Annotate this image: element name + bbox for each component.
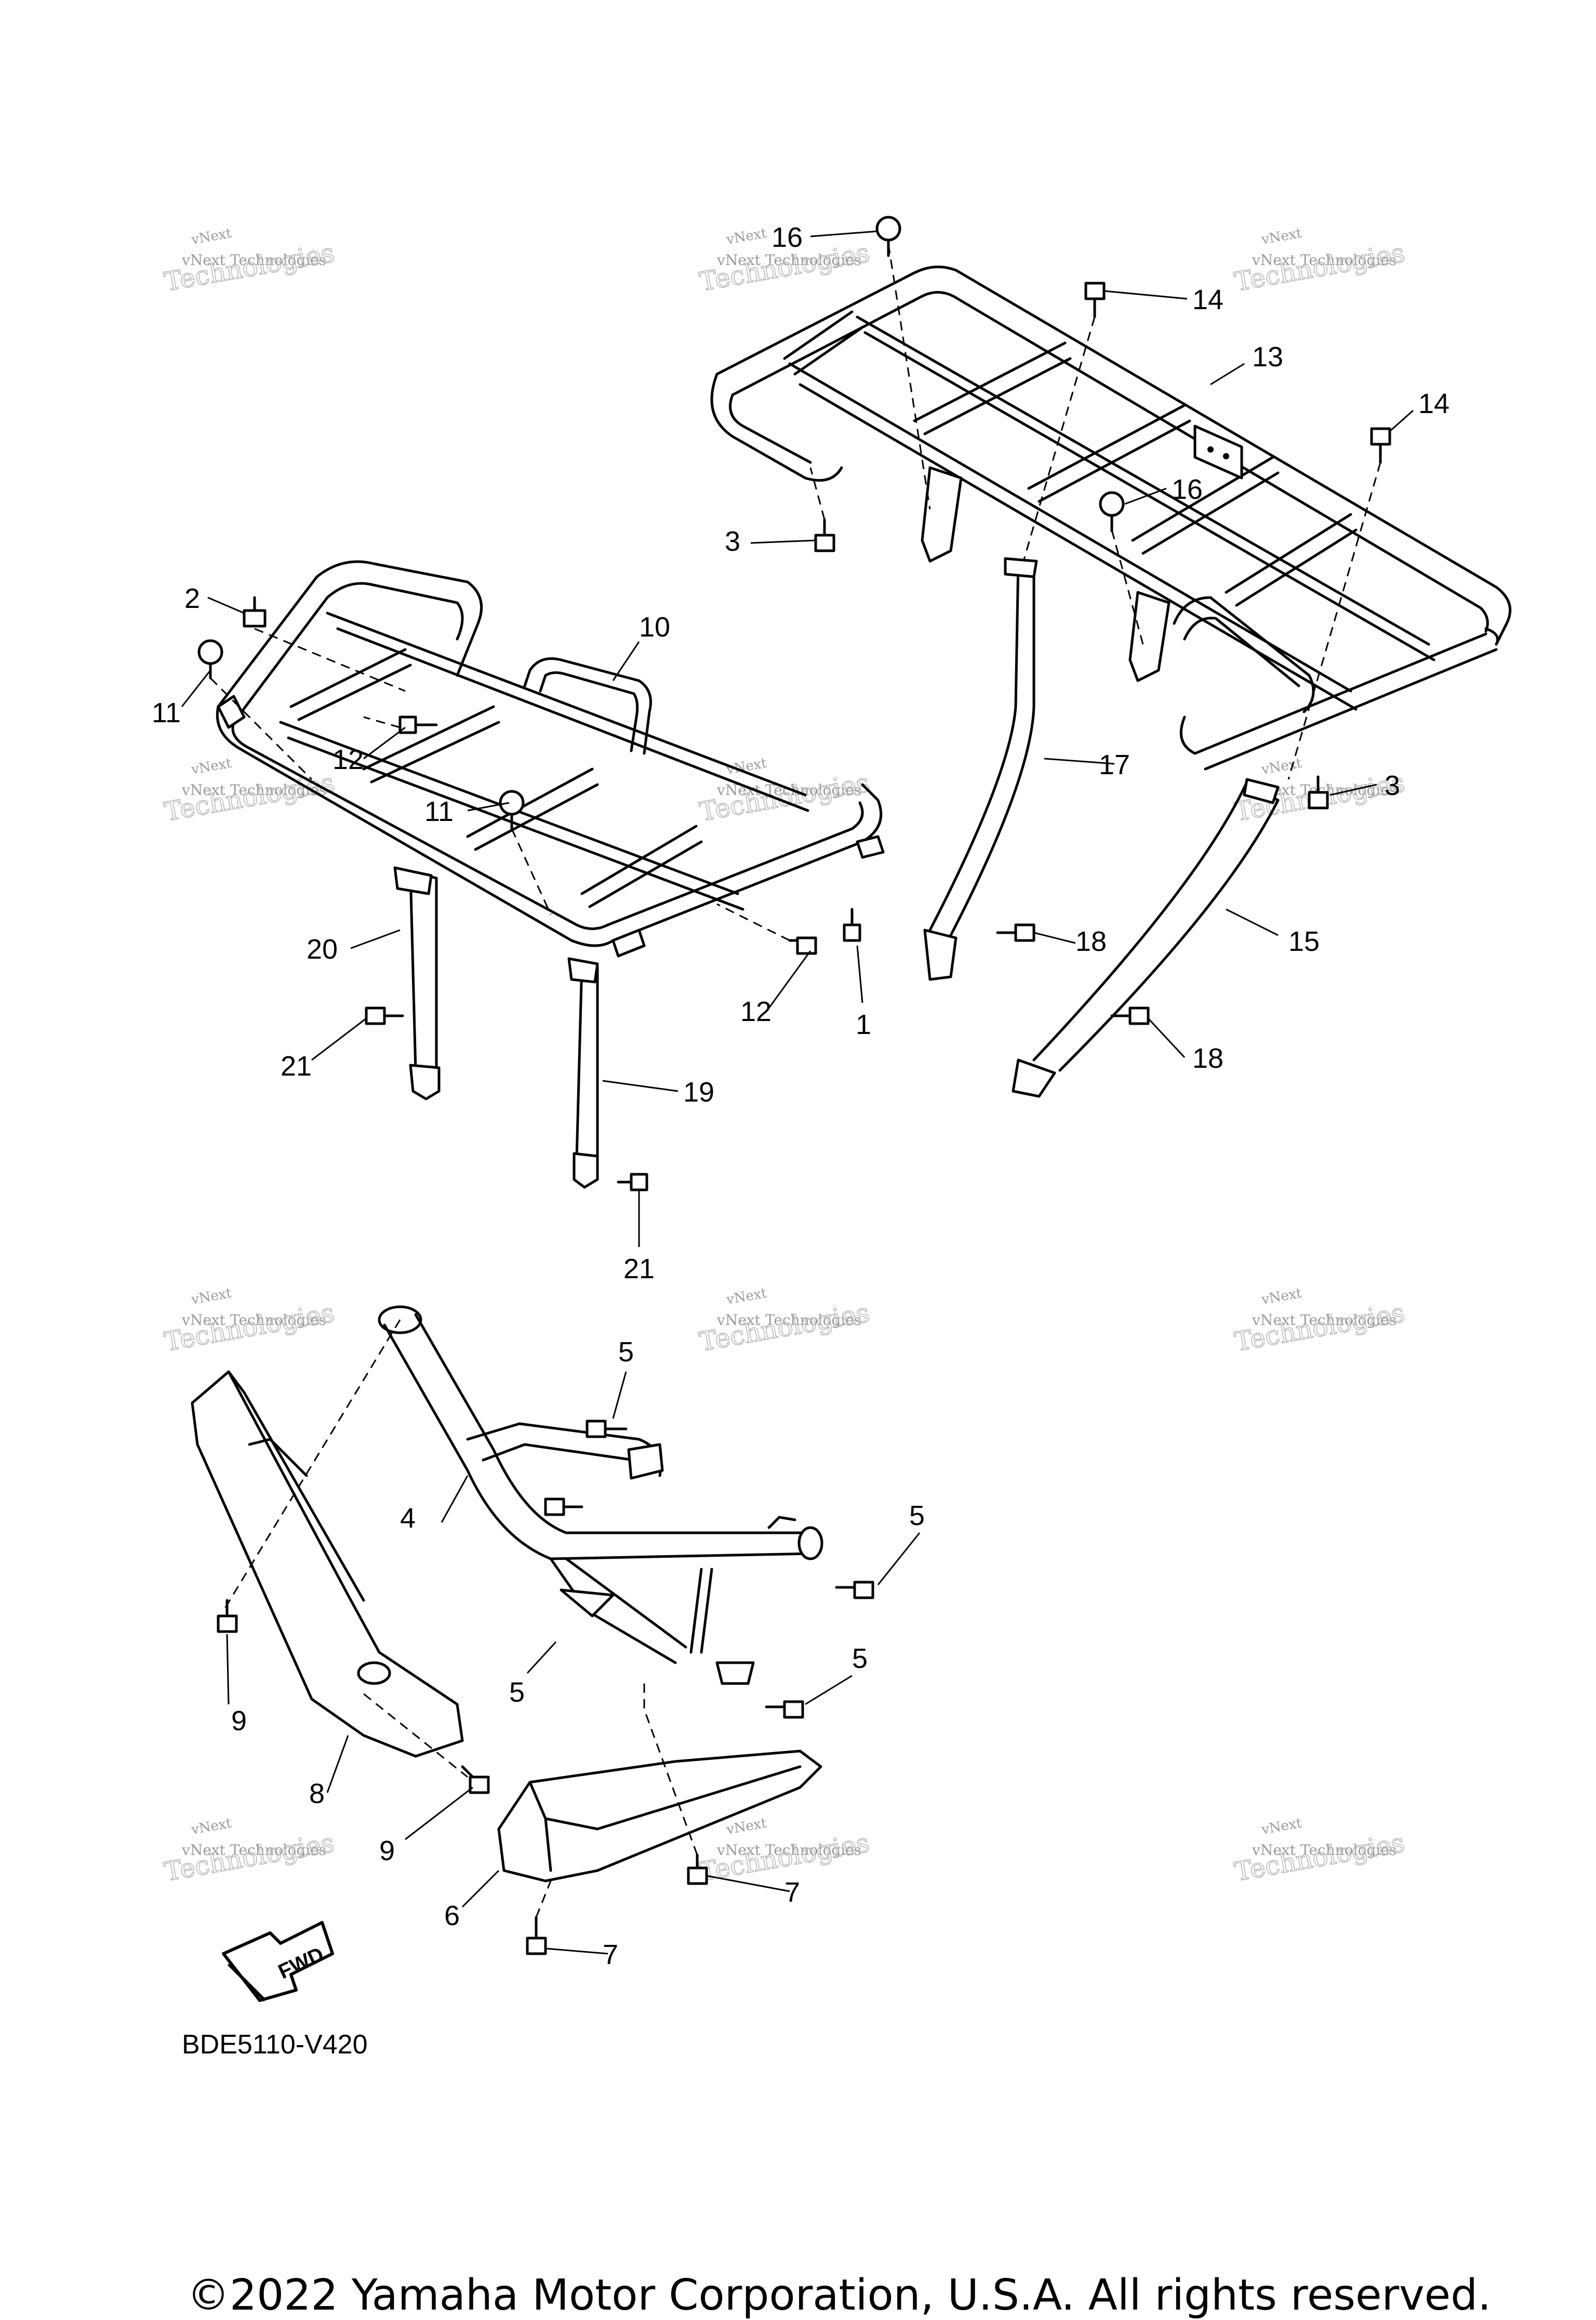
watermark: vNext vNext Technologies Technologies bbox=[1232, 226, 1407, 298]
callout-18: 18 bbox=[1192, 1043, 1223, 1074]
watermark: vNext vNext Technologies Technologies bbox=[162, 755, 337, 828]
front-carrier-drawing bbox=[216, 560, 885, 958]
watermark-line3: Technologies bbox=[697, 767, 872, 827]
watermark-line2: vNext Technologies bbox=[181, 1841, 326, 1859]
watermark-line1: vNext bbox=[1260, 226, 1303, 248]
callout-7: 7 bbox=[784, 1877, 800, 1908]
rear-carrier-drawing bbox=[710, 266, 1512, 771]
watermark: vNext vNext Technologies Technologies bbox=[697, 1285, 872, 1358]
callout-11: 11 bbox=[424, 796, 454, 827]
watermark-line3: Technologies bbox=[1232, 1827, 1407, 1887]
callout-9: 9 bbox=[379, 1835, 395, 1866]
fwd-arrow-icon: FWD bbox=[222, 1921, 334, 2002]
callout-5: 5 bbox=[618, 1336, 634, 1368]
watermark-line3: Technologies bbox=[162, 1297, 337, 1357]
watermark-line3: Technologies bbox=[162, 767, 337, 827]
watermark-line3: Technologies bbox=[162, 237, 337, 297]
guard-frame-drawing bbox=[378, 1305, 823, 1685]
guard-cover-8-drawing bbox=[191, 1370, 464, 1758]
watermark-line1: vNext bbox=[1260, 755, 1303, 778]
callout-4: 4 bbox=[400, 1503, 416, 1534]
watermark-line1: vNext bbox=[1260, 1815, 1303, 1838]
watermark-line2: vNext Technologies bbox=[1252, 1311, 1396, 1329]
callout-10: 10 bbox=[639, 612, 670, 643]
watermark-line1: vNext bbox=[725, 1815, 768, 1838]
watermark-line2: vNext Technologies bbox=[181, 1311, 326, 1329]
watermark-line2: vNext Technologies bbox=[716, 251, 861, 269]
watermark-line2: vNext Technologies bbox=[1252, 1841, 1396, 1859]
watermark-line1: vNext bbox=[190, 1285, 233, 1308]
rear-strut-17-drawing bbox=[923, 557, 1038, 981]
callout-18: 18 bbox=[1075, 926, 1107, 957]
watermark: vNext vNext Technologies Technologies bbox=[162, 1815, 337, 1888]
callout-16: 16 bbox=[1172, 474, 1203, 505]
callout-5: 5 bbox=[852, 1643, 868, 1674]
callout-7: 7 bbox=[603, 1939, 618, 1970]
watermark-line3: Technologies bbox=[162, 1827, 337, 1887]
watermark-line3: Technologies bbox=[1232, 1297, 1407, 1357]
callout-1: 1 bbox=[856, 1009, 871, 1040]
callout-3: 3 bbox=[725, 526, 740, 557]
guard-cover-6-drawing bbox=[497, 1749, 822, 1882]
watermark: vNext vNext Technologies Technologies bbox=[1232, 1815, 1407, 1888]
watermark-line1: vNext bbox=[725, 226, 768, 248]
alignment-lines bbox=[209, 244, 1381, 1918]
watermark-line2: vNext Technologies bbox=[1252, 251, 1396, 269]
fasteners bbox=[197, 216, 1391, 1955]
watermark-line1: vNext bbox=[190, 226, 233, 248]
watermark-line2: vNext Technologies bbox=[716, 1311, 861, 1329]
copyright-notice: ©2022 Yamaha Motor Corporation, U.S.A. A… bbox=[187, 2271, 1492, 2320]
watermark: vNext vNext Technologies Technologies bbox=[1232, 1285, 1407, 1358]
watermark-line2: vNext Technologies bbox=[181, 251, 326, 269]
callout-5: 5 bbox=[909, 1500, 925, 1531]
callout-5: 5 bbox=[509, 1677, 525, 1708]
watermark-line1: vNext bbox=[190, 1815, 233, 1838]
watermark-line3: Technologies bbox=[697, 1297, 872, 1357]
callout-20: 20 bbox=[307, 934, 338, 965]
callouts: 1 2 3 3 4 5 5 5 5 6 7 7 8 9 9 10 11 11 1… bbox=[152, 222, 1449, 1970]
callout-12: 12 bbox=[332, 744, 364, 775]
callout-14: 14 bbox=[1192, 284, 1223, 315]
callout-14: 14 bbox=[1418, 388, 1449, 419]
callout-15: 15 bbox=[1288, 926, 1320, 957]
watermark-line2: vNext Technologies bbox=[716, 1841, 861, 1859]
callout-6: 6 bbox=[444, 1900, 460, 1931]
watermark-line3: Technologies bbox=[1232, 237, 1407, 297]
callout-16: 16 bbox=[772, 222, 803, 253]
front-strut-20-drawing bbox=[393, 866, 441, 1101]
callout-3: 3 bbox=[1385, 770, 1400, 801]
leader-lines bbox=[181, 230, 1414, 1955]
callout-8: 8 bbox=[309, 1778, 325, 1809]
callout-12: 12 bbox=[740, 996, 772, 1027]
watermark: vNext vNext Technologies Technologies bbox=[162, 226, 337, 298]
callout-17: 17 bbox=[1099, 749, 1130, 780]
watermark: vNext vNext Technologies Technologies bbox=[697, 755, 872, 828]
rear-strut-15-drawing bbox=[1012, 778, 1280, 1098]
callout-19: 19 bbox=[683, 1077, 714, 1108]
callout-9: 9 bbox=[231, 1705, 247, 1736]
watermark-line1: vNext bbox=[725, 1285, 768, 1308]
callout-2: 2 bbox=[184, 583, 200, 614]
callout-21: 21 bbox=[623, 1253, 655, 1284]
callout-11: 11 bbox=[152, 697, 181, 728]
front-strut-19-drawing bbox=[567, 957, 599, 1189]
watermark: vNext vNext Technologies Technologies bbox=[162, 1285, 337, 1358]
diagram-code: BDE5110-V420 bbox=[182, 2030, 368, 2060]
callout-21: 21 bbox=[281, 1051, 312, 1082]
watermark-line1: vNext bbox=[1260, 1285, 1303, 1308]
callout-13: 13 bbox=[1252, 341, 1283, 373]
watermark-line1: vNext bbox=[190, 755, 233, 778]
